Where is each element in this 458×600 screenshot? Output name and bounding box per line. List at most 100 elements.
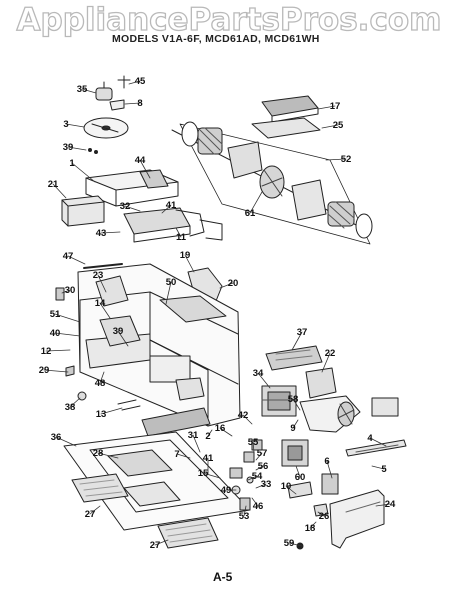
callout-label-39: 39 (63, 142, 74, 153)
callout-label-27: 27 (150, 540, 161, 551)
leader-line (247, 475, 258, 481)
part-fan-22 (299, 367, 399, 433)
leader-line (176, 453, 191, 459)
leader-line (184, 254, 195, 273)
leader-line (81, 88, 97, 94)
leader-line (291, 331, 303, 351)
leader-line (207, 429, 213, 437)
callout-label-10: 10 (281, 481, 292, 492)
leader-line (97, 274, 107, 293)
part-29 (65, 365, 75, 377)
callout-label-6: 6 (324, 456, 329, 467)
callout-label-43: 43 (96, 228, 107, 239)
leader-line (288, 542, 303, 547)
callout-label-14: 14 (95, 298, 106, 309)
callout-label-5: 5 (381, 464, 387, 475)
callout-label-29: 29 (39, 365, 50, 376)
callout-label-7: 7 (174, 449, 179, 460)
leader-lines (43, 80, 391, 547)
leader-line (124, 205, 141, 212)
part-cover-17 (261, 95, 319, 123)
callout-label-16: 16 (215, 423, 226, 434)
leader-line (252, 441, 255, 453)
callout-label-32: 32 (120, 201, 131, 212)
callout-label-60: 60 (295, 472, 306, 483)
part-latch-30 (55, 287, 65, 301)
part-magnetron-34 (261, 385, 297, 417)
part-control-panel-37 (265, 345, 323, 371)
leader-line (175, 227, 182, 238)
callout-label-24: 24 (385, 499, 396, 510)
part-plate-43 (123, 207, 223, 243)
callout-label-30: 30 (65, 285, 76, 296)
part-blower-housing (171, 121, 373, 245)
leader-line (52, 183, 67, 199)
leader-line (321, 124, 339, 129)
callout-label-18: 18 (305, 523, 316, 534)
leader-line (295, 465, 301, 478)
callout-label-34: 34 (253, 368, 264, 379)
callout-label-4: 4 (367, 433, 373, 444)
callout-label-28: 28 (93, 448, 104, 459)
leader-line (375, 503, 391, 507)
leader-line (67, 255, 86, 265)
part-lens-13 (117, 399, 141, 411)
callout-label-33: 33 (261, 479, 272, 490)
leader-line (219, 282, 234, 289)
callout-label-26: 26 (319, 511, 330, 522)
callout-label-57: 57 (257, 448, 268, 459)
leader-line (317, 511, 325, 517)
part-duct-21 (61, 195, 105, 227)
leader-line (202, 472, 221, 479)
callout-label-3: 3 (63, 119, 68, 130)
leader-line (67, 146, 87, 151)
leader-line (69, 397, 81, 408)
leader-line (325, 158, 347, 161)
callout-label-61: 61 (245, 208, 256, 219)
callout-label-20: 20 (228, 278, 239, 289)
leader-line (165, 281, 172, 305)
callout-label-23: 23 (93, 270, 104, 281)
leader-line (219, 427, 233, 437)
callout-label-45: 45 (135, 76, 146, 87)
callout-label-49: 49 (221, 485, 232, 496)
callout-label-22: 22 (325, 348, 336, 359)
leader-line (309, 521, 317, 529)
part-filter-27b (157, 517, 219, 549)
leader-line (100, 407, 123, 415)
part-air-guide-upper (85, 169, 179, 207)
leader-line (55, 436, 77, 447)
leader-line (128, 80, 141, 85)
part-bracket-24 (329, 489, 385, 549)
leader-line (369, 437, 387, 447)
callout-label-9: 9 (290, 423, 295, 434)
part-rail-4-5 (345, 439, 407, 457)
callout-label-42: 42 (238, 410, 249, 421)
part-stirrer-motor (95, 75, 131, 101)
leader-line (242, 414, 253, 425)
callout-label-2: 2 (205, 431, 210, 442)
leader-line (285, 485, 297, 495)
callout-label-12: 12 (41, 346, 52, 357)
leader-line (97, 452, 119, 459)
watermark: AppliancePartsPros.com (16, 1, 442, 38)
leader-line (321, 352, 331, 373)
part-waveguide-2 (141, 407, 211, 437)
leader-line (124, 102, 141, 105)
part-screws-39 (88, 148, 98, 154)
leader-line (89, 505, 101, 515)
callout-label-50: 50 (166, 277, 177, 288)
part-electrical-group (229, 439, 339, 550)
leader-line (249, 191, 263, 214)
leader-line (255, 452, 263, 461)
leader-line (71, 162, 96, 183)
callout-label-35: 35 (77, 84, 88, 95)
leader-line (45, 349, 71, 352)
callout-label-19: 19 (180, 250, 191, 261)
leader-line (292, 398, 301, 411)
leader-line (317, 105, 336, 110)
callout-label-51: 51 (50, 309, 61, 320)
